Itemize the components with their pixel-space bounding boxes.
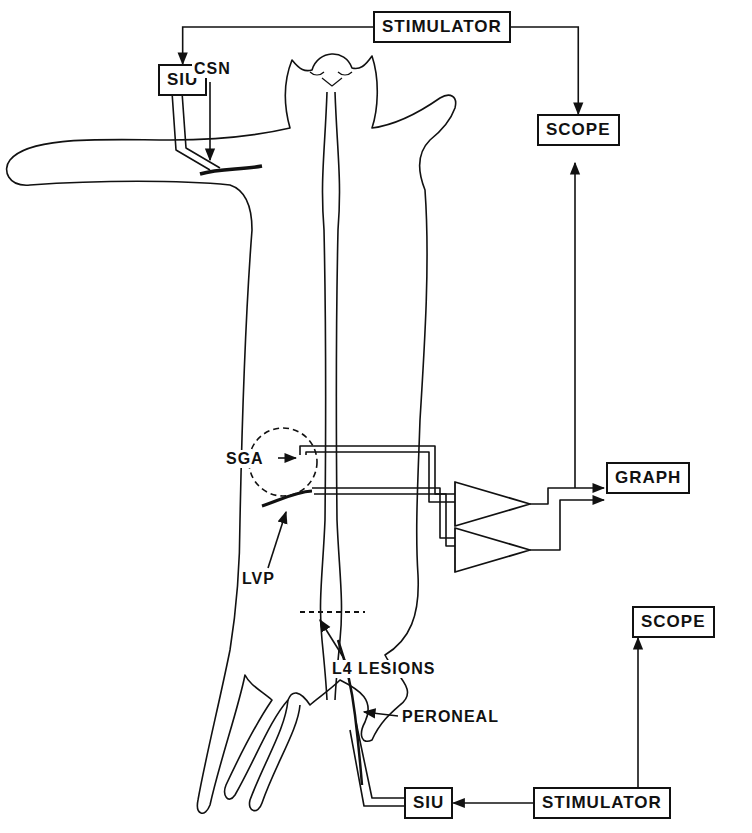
cat-outline [7,54,456,813]
signal-connector [453,802,533,804]
lvp-catheter [312,488,455,546]
lesion-line [300,611,365,613]
instrument-box: SCOPE [537,114,620,146]
signal-connector [511,27,578,114]
anatomy-label: LVP [240,570,277,588]
instrument-box: GRAPH [606,462,690,494]
spinal-cord [320,92,327,700]
instrument-box: STIMULATOR [373,11,511,43]
signal-connector [183,27,373,64]
anatomy-label: L4 LESIONS [330,660,437,678]
anatomy-label: CSN [192,60,233,78]
anatomy-label: PERONEAL [400,708,501,726]
anatomy-label: SGA [224,450,266,468]
box-label: GRAPH [615,468,681,488]
amplifier-symbol [455,528,530,572]
cat-tail [249,700,300,811]
signal-connector [637,638,639,787]
instrument-box: SIU [404,787,453,819]
instrument-box: SCOPE [632,606,715,638]
box-label: SCOPE [641,612,706,632]
box-label: SCOPE [546,120,611,140]
box-label: STIMULATOR [542,793,662,813]
box-label: SIU [413,793,444,813]
amplifier-symbol [455,482,530,526]
box-label: STIMULATOR [382,17,502,37]
instrument-box: STIMULATOR [533,787,671,819]
